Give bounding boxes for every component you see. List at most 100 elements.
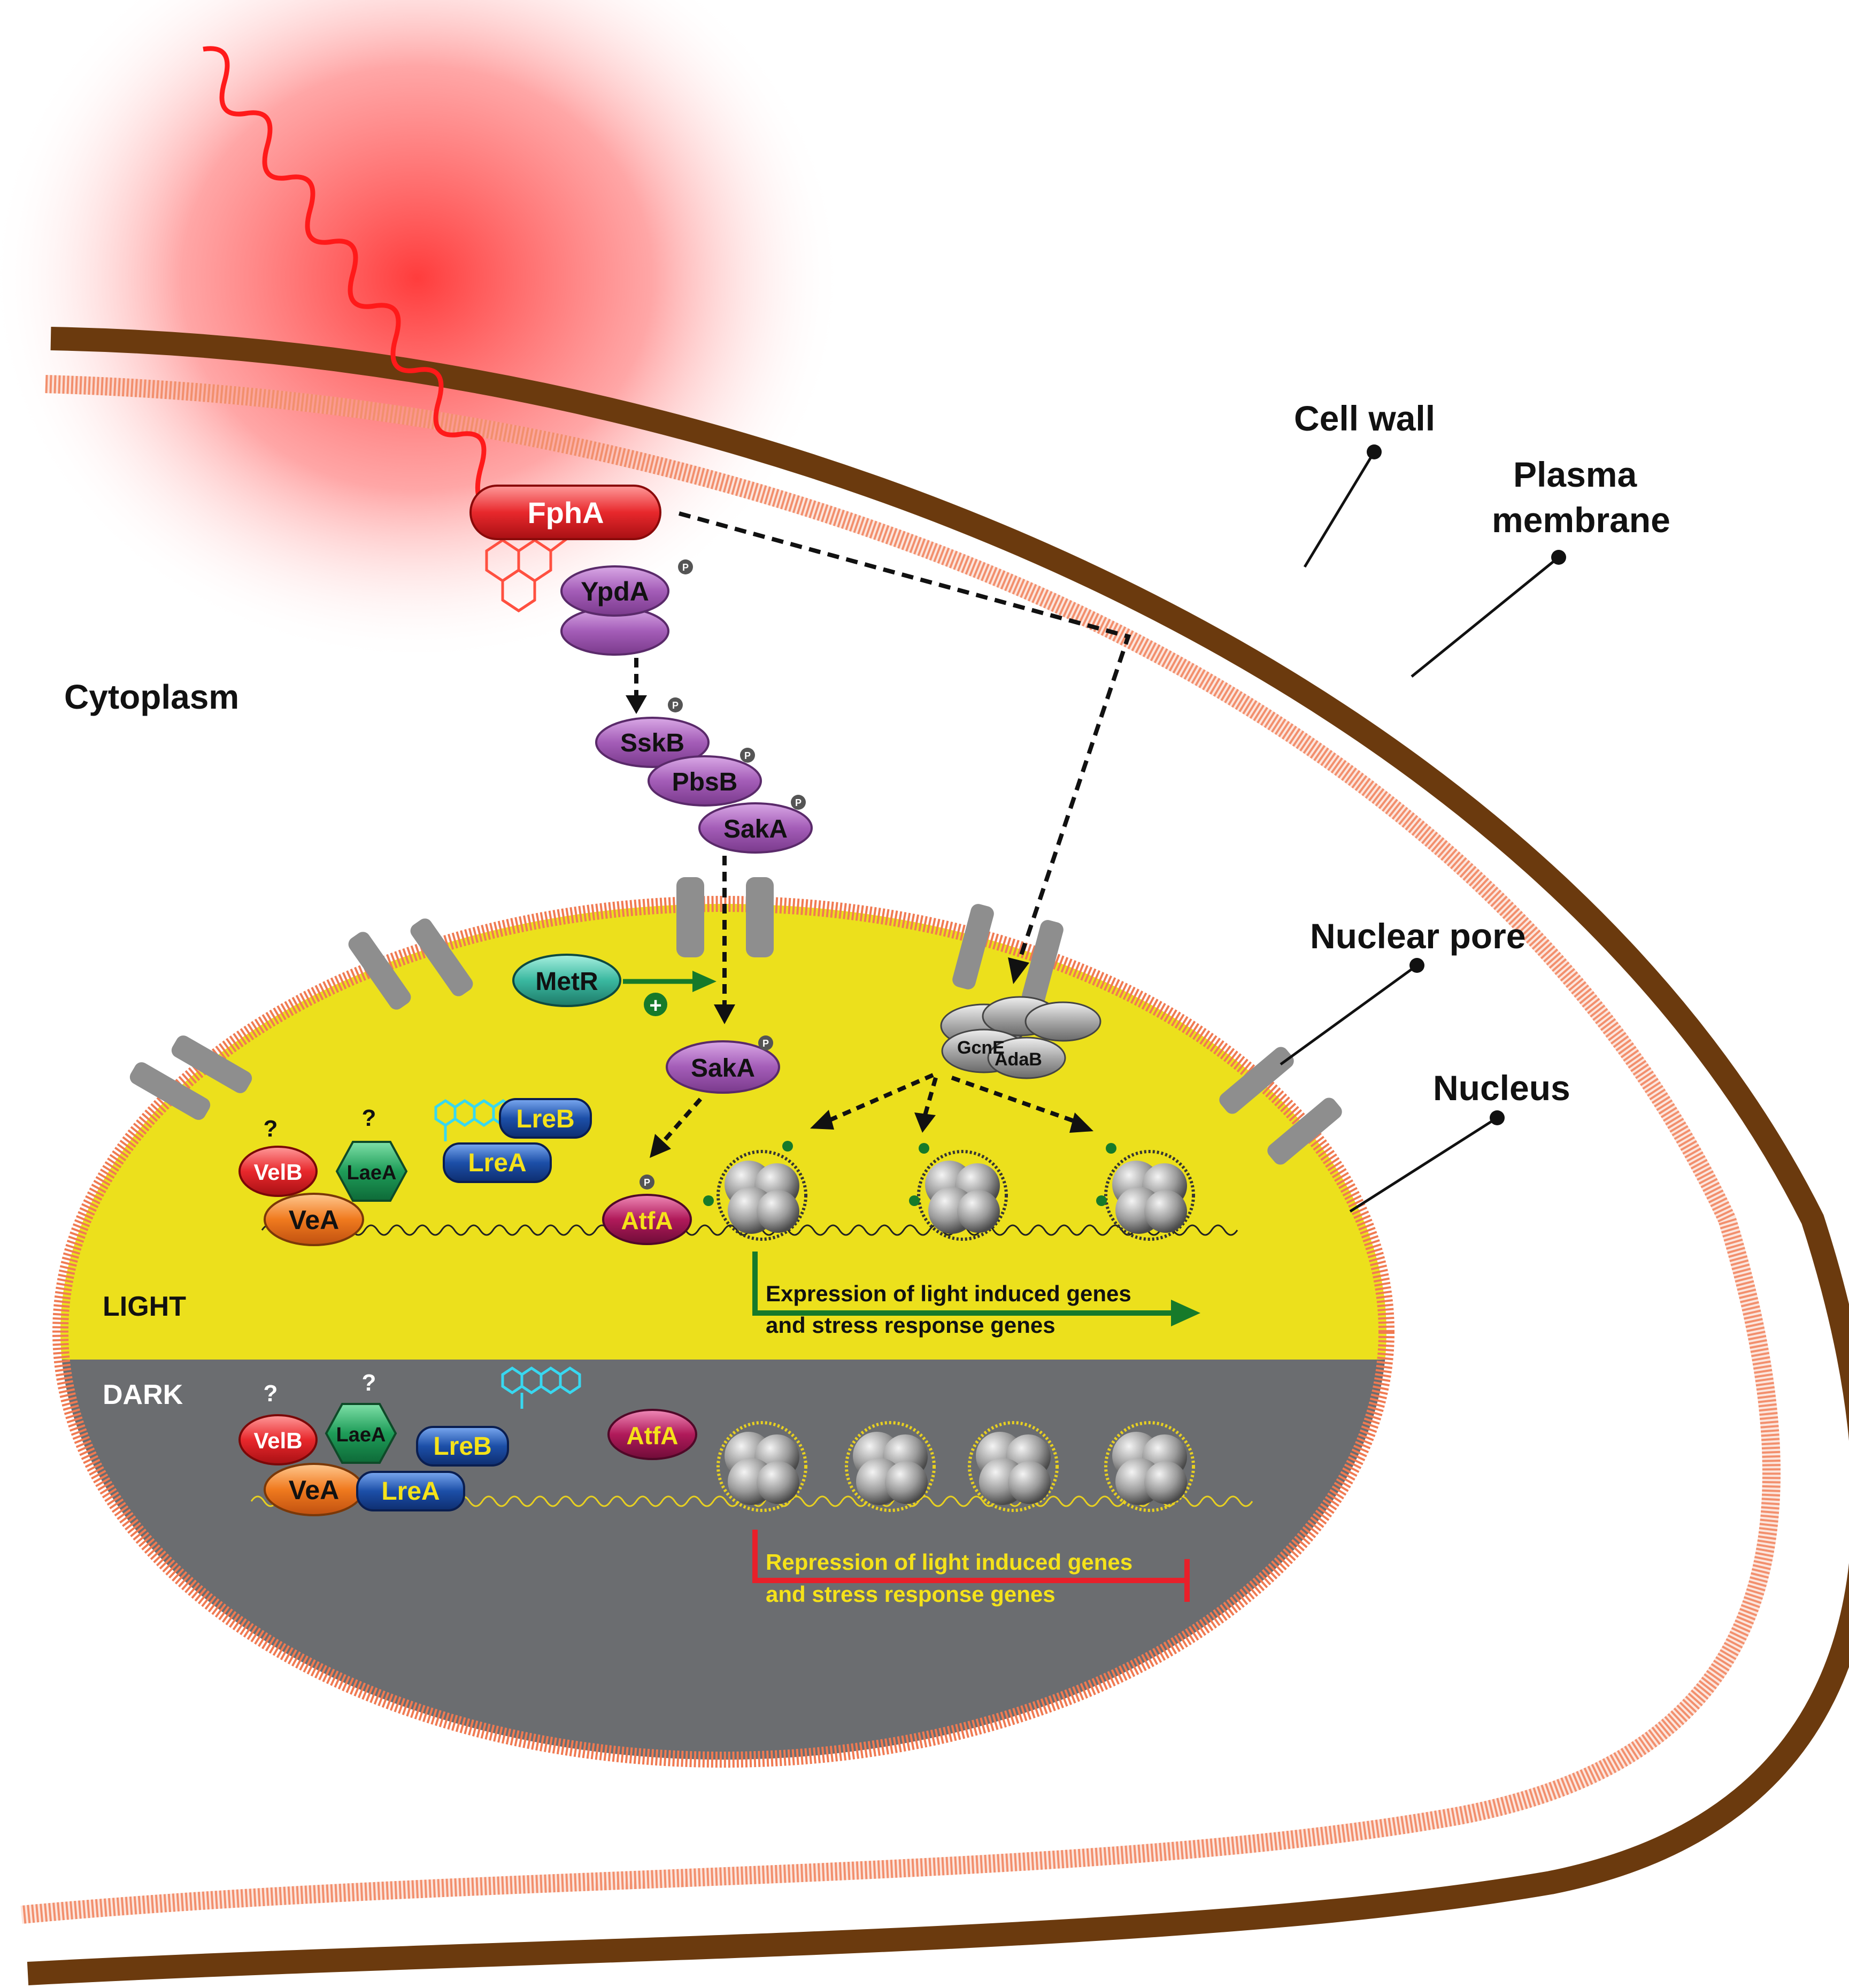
lrea-light-label: LreA: [468, 1149, 526, 1177]
ypda-label: YpdA: [581, 577, 649, 607]
nuclear-pore-part: [410, 918, 473, 996]
nucleosome: [968, 1421, 1059, 1512]
light-wave: [203, 46, 493, 512]
nucleosome: [845, 1421, 936, 1512]
saka-cyto-label: SakA: [723, 815, 788, 843]
metr-protein: MetR: [512, 954, 621, 1007]
gcne-label: GcnE: [957, 1038, 1005, 1058]
saka-nuclear-protein: SakA P: [666, 1035, 780, 1094]
unknown-mark: ?: [362, 1105, 376, 1131]
nuclear-pore-part: [746, 877, 774, 957]
arrowhead: [650, 1134, 671, 1158]
velvet-complex-dark: ? ? VeA VelB LaeA: [238, 1370, 397, 1516]
nuclear-pore-part: [1022, 920, 1064, 1005]
lrea-dark-label: LreA: [381, 1477, 440, 1506]
fpha-label: FphA: [527, 496, 604, 529]
unknown-mark: ?: [264, 1116, 278, 1142]
callout-nuclear-pore: Nuclear pore: [1280, 916, 1526, 1066]
arrowhead: [714, 1004, 735, 1024]
nuclear-pores: [129, 877, 1342, 1165]
lreb-dark-label: LreB: [433, 1432, 491, 1461]
nuclear-pore-label: Nuclear pore: [1310, 916, 1526, 956]
lre-complex-dark: LreB LreA: [356, 1366, 581, 1511]
phospho-badge: P: [682, 562, 689, 573]
laea-light-label: LaeA: [347, 1162, 397, 1184]
acetylation-arrows: [828, 1073, 1081, 1125]
atfa-light-protein: AtfA P: [602, 1175, 692, 1245]
arrow-saka-atfa: [661, 1097, 703, 1143]
velb-light-label: VelB: [253, 1160, 302, 1185]
metr-label: MetR: [535, 968, 598, 996]
pbsb-label: PbsB: [672, 768, 738, 796]
cell-wall: [27, 327, 1849, 1985]
expression-text-1: Expression of light induced genes: [766, 1281, 1131, 1306]
unknown-mark: ?: [362, 1370, 376, 1396]
phospho-badge: P: [744, 750, 751, 761]
pbsb-protein: PbsB P: [648, 748, 762, 807]
nucleosome: [1104, 1421, 1195, 1512]
nucleosome: [717, 1421, 807, 1512]
phospho-badge: P: [672, 700, 679, 711]
nucleosome: [909, 1143, 1008, 1241]
expression-arrow: [752, 1252, 1200, 1326]
laea-dark-label: LaeA: [336, 1424, 386, 1446]
lre-complex-light: LreB LreA: [434, 1098, 592, 1183]
arrowhead: [626, 695, 647, 714]
atfa-dark-protein: AtfA: [607, 1409, 697, 1460]
cell-wall-label: Cell wall: [1294, 398, 1435, 438]
light-label: LIGHT: [103, 1291, 186, 1322]
fpha-protein: FphA: [469, 485, 661, 540]
nuclear-pore-part: [171, 1035, 252, 1093]
phospho-badge: P: [795, 797, 802, 808]
gcne-adab-complex: GcnE AdaB: [940, 996, 1101, 1079]
atfa-dark-label: AtfA: [626, 1422, 678, 1449]
lreb-light-label: LreB: [516, 1105, 574, 1133]
nuclear-pore-part: [676, 877, 704, 957]
nuclear-pore-part: [129, 1062, 211, 1120]
repression-text-2: and stress response genes: [766, 1582, 1056, 1607]
nuclear-pore-part: [1267, 1097, 1342, 1165]
nucleus-label: Nucleus: [1433, 1068, 1570, 1108]
arrow-fpha-gcne: [678, 511, 1131, 964]
plus-icon: [644, 993, 667, 1016]
flavin-icon: [501, 1366, 581, 1409]
cytoplasm-label: Cytoplasm: [64, 678, 239, 716]
callout-plasma-membrane: Plasma membrane: [1411, 455, 1670, 678]
nucleosome: [1096, 1143, 1195, 1241]
nuclear-pore-part: [1219, 1047, 1294, 1114]
saka-cytoplasmic-protein: SakA P: [698, 795, 813, 854]
callout-nucleus: Nucleus: [1349, 1068, 1570, 1213]
vea-light-label: VeA: [289, 1205, 340, 1235]
phospho-badge: P: [762, 1038, 769, 1049]
repression-text-1: Repression of light induced genes: [766, 1549, 1132, 1575]
unknown-mark: ?: [264, 1380, 278, 1407]
arrowhead: [1069, 1112, 1093, 1133]
nucleus: [52, 896, 1395, 1768]
repression-arrow: [752, 1530, 1190, 1602]
nuclear-pore-part: [952, 904, 994, 989]
plus-label: +: [649, 994, 661, 1017]
velb-dark-label: VelB: [253, 1428, 302, 1453]
arrowhead: [914, 1112, 936, 1133]
nucleosome: [703, 1141, 807, 1241]
nuclear-envelope: [52, 896, 1395, 1768]
adab-label: AdaB: [995, 1049, 1042, 1070]
plasma-membrane-tint: [20, 375, 1781, 1924]
plasma-membrane: [20, 375, 1781, 1924]
vea-dark-label: VeA: [289, 1475, 340, 1505]
callout-cell-wall: Cell wall: [1294, 398, 1435, 568]
ypda-protein: YpdA P: [560, 559, 693, 656]
velvet-complex-light: ? ? VeA VelB LaeA: [238, 1105, 408, 1246]
arrowhead: [810, 1110, 834, 1130]
nucleosomes-dark: [717, 1421, 1195, 1512]
plasma-label-2: membrane: [1492, 500, 1670, 540]
phospho-badge: P: [644, 1177, 650, 1188]
atfa-light-label: AtfA: [621, 1207, 673, 1234]
sskb-protein: SskB P: [595, 697, 710, 768]
dark-label: DARK: [103, 1379, 183, 1410]
nucleus-light-region: [60, 904, 1386, 1360]
nucleosomes-light: [703, 1141, 1195, 1241]
plasma-label-1: Plasma: [1513, 455, 1637, 494]
sskb-label: SskB: [620, 729, 684, 757]
